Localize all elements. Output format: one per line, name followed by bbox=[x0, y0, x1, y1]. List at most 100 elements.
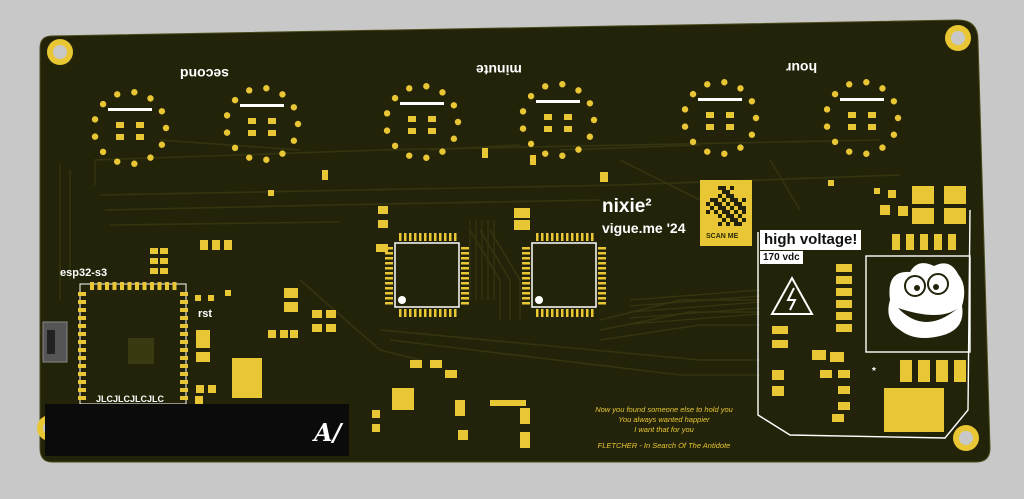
nixie-footprint bbox=[681, 79, 760, 157]
trace-bus bbox=[469, 220, 761, 325]
smd-pad bbox=[312, 310, 322, 318]
smd-pad bbox=[600, 172, 608, 182]
smd-pad bbox=[268, 330, 276, 338]
smd-pad bbox=[445, 370, 457, 378]
nixie-footprint bbox=[223, 85, 302, 163]
smd-pad bbox=[160, 268, 168, 274]
smd-pad bbox=[880, 205, 890, 215]
qr-caption: SCAN ME bbox=[706, 233, 739, 240]
label-sticker bbox=[45, 404, 349, 456]
label-hour: hour bbox=[786, 60, 818, 76]
lyric-line: You always wanted happier bbox=[618, 415, 710, 424]
smd-pad bbox=[208, 385, 216, 393]
smd-pad bbox=[208, 295, 214, 301]
smd-pad bbox=[812, 350, 826, 360]
smd-pad bbox=[196, 352, 210, 362]
smd-pad bbox=[150, 268, 158, 274]
smd-pad bbox=[284, 288, 298, 298]
smd-pad bbox=[196, 385, 204, 393]
lyrics-block: Now you found someone else to hold you Y… bbox=[574, 405, 754, 451]
lyric-line: I want that for you bbox=[634, 425, 694, 434]
smd-pad bbox=[832, 414, 844, 422]
smd-pad bbox=[284, 302, 298, 312]
smd-pad bbox=[326, 324, 336, 332]
smd-pad bbox=[322, 170, 328, 180]
smd-pad bbox=[458, 430, 468, 440]
smd-pad bbox=[312, 324, 322, 332]
smd-pad bbox=[376, 244, 388, 252]
smd-pad bbox=[898, 206, 908, 216]
qr-code bbox=[700, 180, 752, 246]
smd-pad bbox=[772, 326, 788, 334]
smd-pad bbox=[838, 402, 850, 410]
smd-pad bbox=[888, 190, 896, 198]
smd-pad bbox=[326, 310, 336, 318]
hv-warning-label: high voltage! bbox=[760, 230, 862, 250]
smd-pad bbox=[830, 352, 844, 362]
smd-pad bbox=[150, 248, 158, 254]
hv-pads bbox=[884, 186, 966, 432]
smd-pad bbox=[200, 240, 208, 250]
smd-pad bbox=[772, 370, 784, 380]
smd-pad bbox=[378, 206, 388, 214]
smd-pad bbox=[514, 220, 530, 230]
smd-pad bbox=[828, 180, 834, 186]
mcu-right bbox=[522, 233, 606, 317]
hv-section bbox=[757, 209, 971, 439]
smd-pad bbox=[195, 295, 201, 301]
nixie-footprint bbox=[383, 83, 462, 161]
smd-pad bbox=[514, 208, 530, 218]
asterisk-mark: * bbox=[872, 366, 876, 377]
smd-pad bbox=[836, 288, 852, 296]
song-credit: FLETCHER - In Search Of The Antidote bbox=[597, 441, 731, 450]
smd-pad bbox=[838, 386, 850, 394]
smd-pad bbox=[836, 276, 852, 284]
label-second: second bbox=[180, 66, 230, 82]
smd-pad bbox=[520, 432, 530, 448]
smd-pad bbox=[196, 330, 210, 348]
reset-label: rst bbox=[198, 308, 213, 320]
nixie-footprint bbox=[823, 79, 902, 157]
voltage-label: 170 vdc bbox=[760, 251, 803, 264]
smd-pad bbox=[772, 340, 788, 348]
smd-pad bbox=[290, 330, 298, 338]
smd-pad bbox=[482, 148, 488, 158]
smd-pad bbox=[455, 400, 465, 416]
smd-pad bbox=[160, 258, 168, 264]
mascot-icon bbox=[888, 263, 965, 338]
label-minute: minute bbox=[476, 62, 522, 78]
smd-pad bbox=[410, 360, 422, 368]
smd-pad bbox=[772, 386, 784, 396]
mcu-left bbox=[385, 233, 469, 317]
smd-pad bbox=[212, 240, 220, 250]
project-title: nixie² bbox=[602, 196, 652, 217]
smd-pad bbox=[836, 312, 852, 320]
smd-pad bbox=[232, 358, 262, 398]
smd-pad bbox=[372, 410, 380, 418]
warning-triangle-icon bbox=[770, 275, 814, 315]
smd-pad bbox=[836, 264, 852, 272]
project-subtitle: vigue.me '24 bbox=[602, 220, 686, 236]
smd-pad bbox=[150, 258, 158, 264]
smd-pad bbox=[195, 396, 203, 404]
smd-pad bbox=[160, 248, 168, 254]
nixie-footprint bbox=[519, 81, 598, 159]
signature: A/ bbox=[314, 418, 342, 447]
smd-pad bbox=[836, 324, 852, 332]
smd-pad bbox=[820, 370, 832, 378]
smd-pad bbox=[838, 370, 850, 378]
smd-pad bbox=[378, 220, 388, 228]
smd-pad bbox=[836, 300, 852, 308]
smd-pad bbox=[372, 424, 380, 432]
lyric-line: Now you found someone else to hold you bbox=[595, 405, 733, 414]
smd-pad bbox=[280, 330, 288, 338]
smd-pad bbox=[490, 400, 526, 406]
smd-pad bbox=[268, 190, 274, 196]
copper-traces bbox=[59, 139, 901, 376]
smd-pad bbox=[224, 240, 232, 250]
smd-pad bbox=[430, 360, 442, 368]
usb-connector bbox=[42, 321, 68, 363]
smd-pad bbox=[520, 408, 530, 424]
nixie-tube-footprints bbox=[91, 79, 902, 167]
